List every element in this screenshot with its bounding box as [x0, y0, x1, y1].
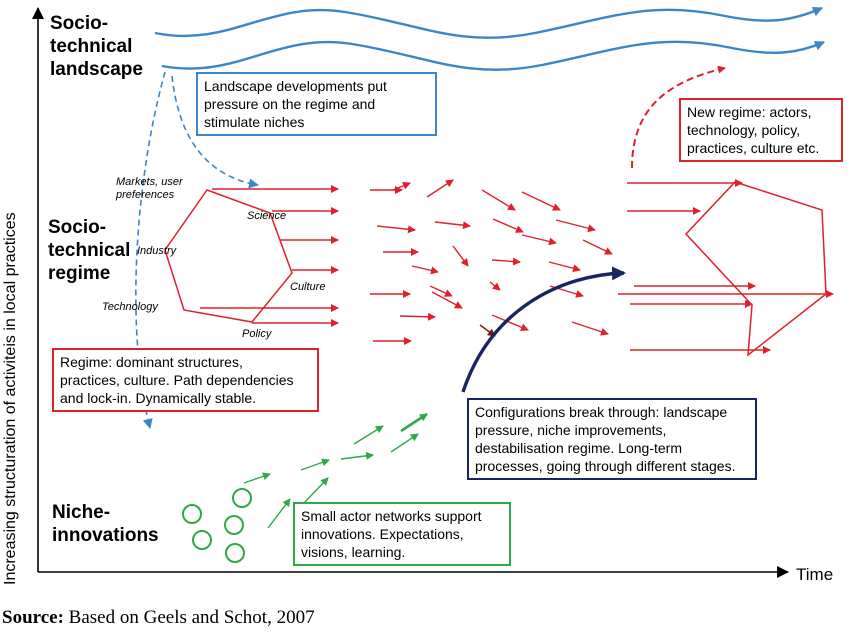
breakthrough-box: Configurations break through: landscape …: [467, 398, 757, 480]
niche-level-label: Niche- innovations: [52, 502, 159, 546]
new-regime-arrows: [618, 179, 834, 354]
new-regime-landscape-arrow: [631, 65, 726, 169]
regime-label-markets: Markets, user preferences: [116, 176, 183, 201]
y-axis-label: Increasing structuration of activiteis i…: [2, 212, 19, 585]
regime-hexagon: [164, 189, 293, 323]
destabilisation-arrows: [370, 179, 613, 345]
niche-circle: [232, 488, 252, 508]
new-regime-shape: [684, 181, 827, 357]
x-axis-label: Time: [796, 565, 834, 584]
landscape-pressure-arrow: [171, 75, 259, 189]
source-text: Based on Geels and Schot, 2007: [68, 607, 315, 628]
landscape-wave-top: [154, 6, 823, 39]
breakthrough-arrow: [461, 266, 626, 393]
source-label: Source:: [2, 607, 64, 628]
regime-arrows: [200, 185, 339, 327]
niche-circle: [224, 515, 244, 535]
regime-level-label: Socio- technical regime: [48, 217, 131, 284]
regime-label-science: Science: [247, 210, 287, 222]
niche-circles: [182, 488, 252, 563]
niche-circle: [182, 504, 202, 524]
landscape-box: Landscape developments put pressure on t…: [196, 72, 437, 136]
niche-box: Small actor networks support innovations…: [293, 502, 511, 566]
regime-box: Regime: dominant structures, practices, …: [52, 348, 319, 412]
regime-label-policy: Policy: [242, 328, 272, 340]
niche-arrows: [243, 412, 428, 529]
landscape-niche-arrow: [135, 71, 166, 429]
landscape-level-label: Socio- technical landscape: [50, 13, 143, 80]
new-regime-box: New regime: actors, technology, policy, …: [679, 98, 843, 162]
regime-label-culture: Culture: [290, 281, 326, 293]
niche-circle: [192, 530, 212, 550]
landscape-wave-bottom: [161, 40, 825, 71]
niche-circle: [225, 543, 245, 563]
regime-label-technology: Technology: [102, 301, 158, 313]
source-caption: Source: Based on Geels and Schot, 2007: [2, 607, 315, 629]
regime-label-industry: Industry: [137, 245, 177, 257]
